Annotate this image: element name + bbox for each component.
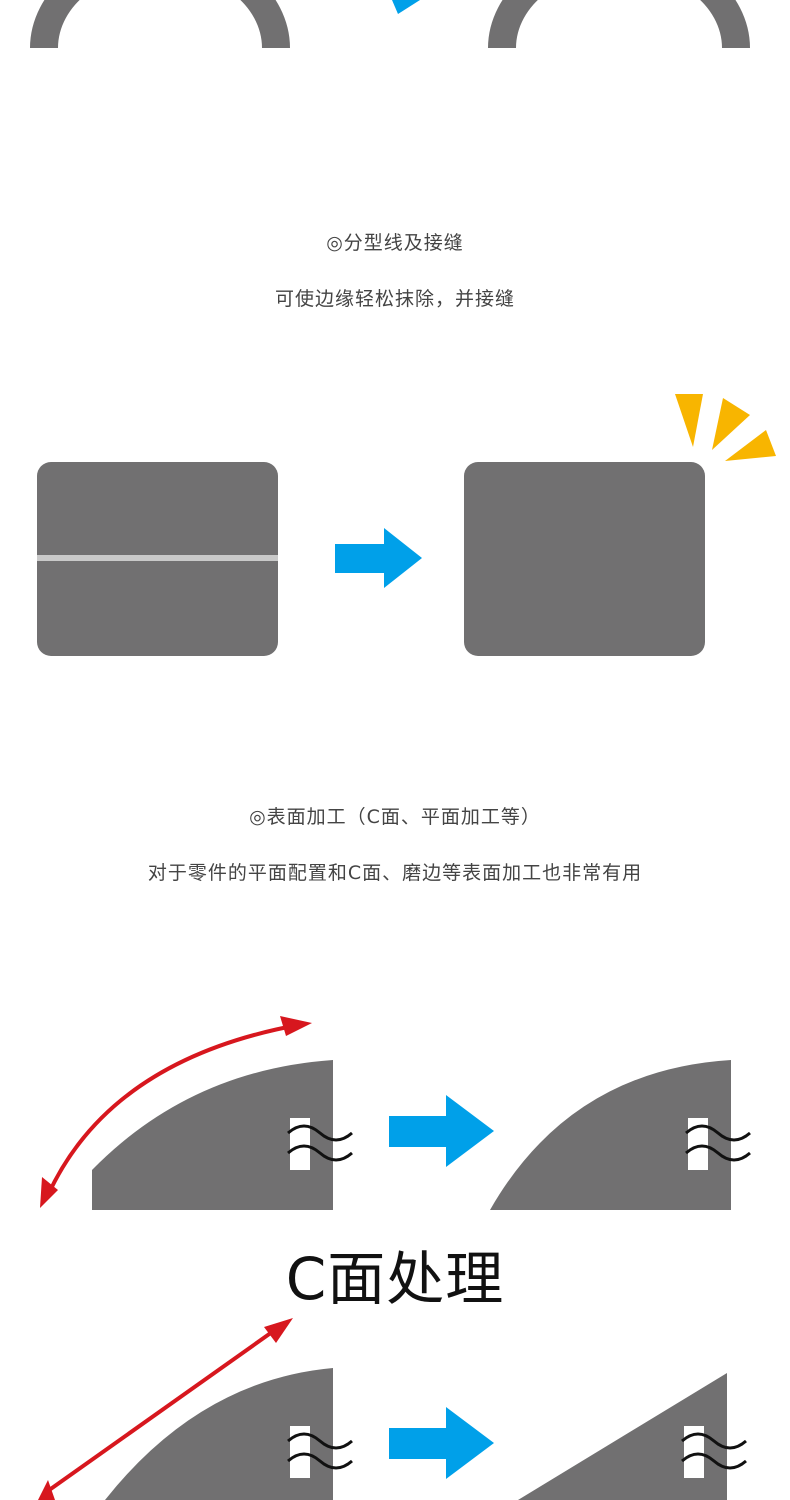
blue-arrow-1	[335, 528, 422, 588]
flat-before-shape	[105, 1368, 333, 1500]
red-straight-double-arrow	[38, 1318, 293, 1500]
parting-line-description: 可使边缘轻松抹除，并接缝	[274, 288, 515, 310]
break-symbol-3	[287, 1426, 353, 1478]
red-curved-double-arrow	[40, 1016, 312, 1208]
surface-processing-title: ◎表面加工（C面、平面加工等）	[249, 806, 541, 828]
break-symbol-1	[287, 1118, 353, 1170]
surface-processing-description: 对于零件的平面配置和C面、磨边等表面加工也非常有用	[147, 862, 643, 884]
c-face-after-shape	[490, 1060, 731, 1210]
top-right-arc	[488, 0, 750, 48]
top-left-arc	[30, 0, 290, 48]
blue-arrow-3	[389, 1407, 494, 1479]
c-face-label: C面处理	[285, 1245, 505, 1313]
top-arrow-tip	[392, 0, 420, 14]
sparkle-icon	[675, 394, 776, 461]
parting-seam-line	[37, 555, 278, 561]
blue-arrow-2	[389, 1095, 494, 1167]
break-symbol-2	[685, 1118, 751, 1170]
parting-before-block	[37, 462, 278, 656]
parting-line-title: ◎分型线及接缝	[326, 232, 464, 254]
break-symbol-4	[681, 1426, 747, 1478]
c-face-before-shape	[92, 1060, 333, 1210]
flat-after-shape	[518, 1373, 727, 1500]
parting-after-block	[464, 462, 705, 656]
